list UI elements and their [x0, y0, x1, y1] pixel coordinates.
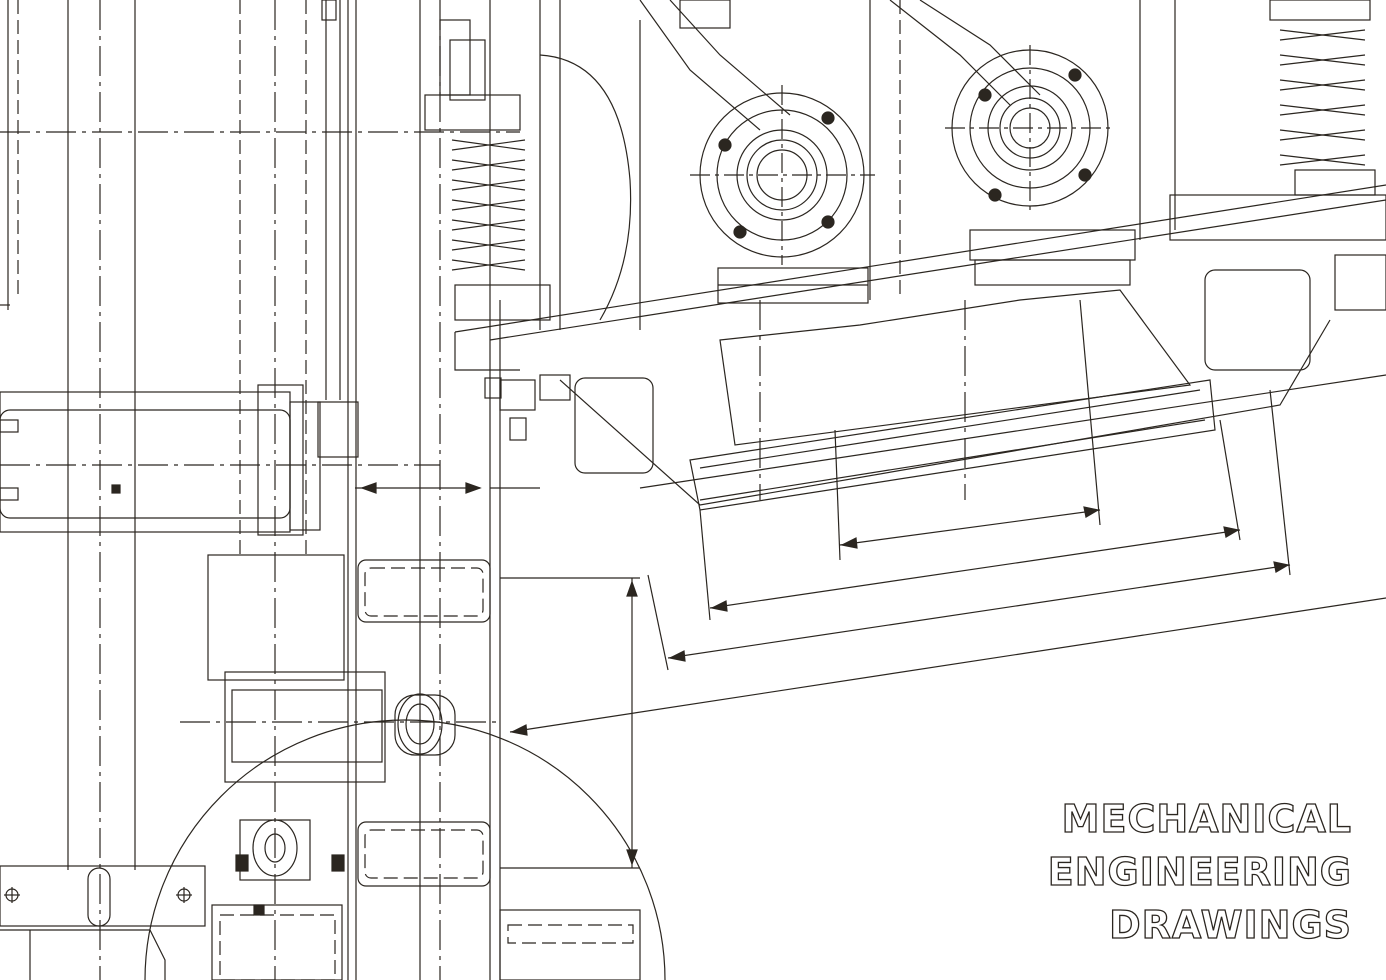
horizontal-beam: [0, 0, 440, 980]
detail-circle: [144, 719, 666, 980]
lower-left-mechanism: [0, 671, 500, 980]
middle-structure: [355, 0, 641, 980]
platform-frame: [454, 184, 1386, 511]
pipe-flanges: [639, 0, 1176, 304]
right-spring: [1169, 0, 1386, 311]
title-line-1: MECHANICAL: [1061, 797, 1352, 841]
title-line-3: DRAWINGS: [1108, 903, 1352, 947]
title-line-2: ENGINEERING: [1047, 850, 1352, 894]
dimension-lines: [509, 299, 1386, 736]
left-vertical-tubes: [0, 0, 520, 980]
